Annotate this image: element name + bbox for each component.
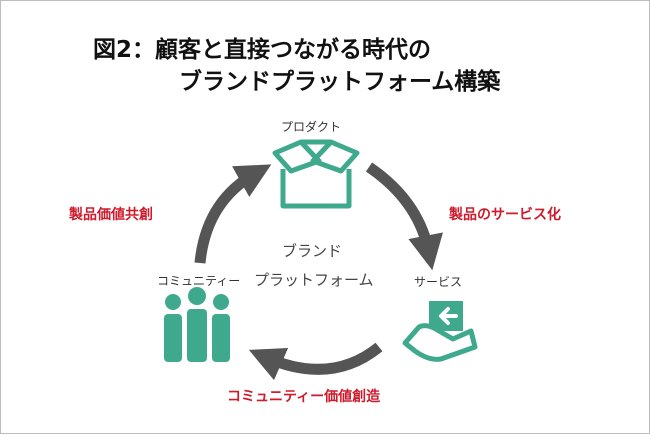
arrow-label-community-to-product: 製品価値共創: [69, 207, 153, 223]
diagram-title-line2: ブランドプラットフォーム構築: [179, 69, 501, 95]
arrow-community-to-product: [194, 164, 272, 264]
people-icon: [164, 287, 230, 362]
node-label-product: プロダクト: [281, 120, 342, 134]
box-icon: [272, 139, 360, 209]
arrow-product-to-service: [365, 162, 443, 271]
hand-icon: [402, 301, 478, 362]
arrow-service-to-community: [248, 342, 383, 381]
arrow-label-service-to-community: コミュニティー価値創造: [227, 389, 381, 405]
center-label-line2: プラットフォーム: [254, 271, 374, 289]
diagram-title-line1: 図2：顧客と直接つながる時代の: [93, 37, 432, 63]
center-label-line1: ブランド: [282, 242, 343, 260]
arrow-label-product-to-service: 製品のサービス化: [449, 207, 561, 223]
node-label-community: コミュニティー: [157, 274, 241, 288]
node-label-service: サービス: [414, 275, 463, 289]
